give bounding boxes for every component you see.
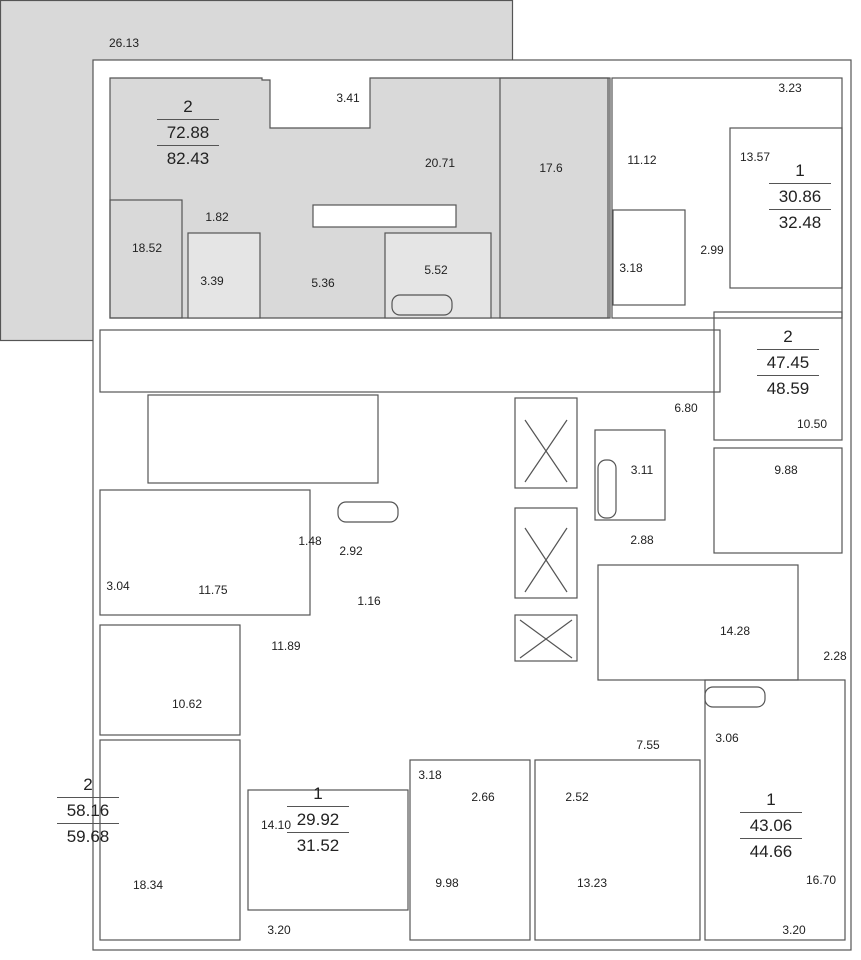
room-area: 10.62 (171, 697, 203, 711)
apt-b-living (729, 127, 843, 289)
room-count: 1 (795, 161, 805, 180)
living-area: 58.16 (57, 797, 119, 823)
apt-b-bath (612, 209, 686, 306)
room-area: 6.80 (674, 401, 698, 415)
room-area: 18.52 (131, 241, 163, 255)
room-area: 1.48 (298, 534, 322, 548)
apartment-label[interactable]: 1 30.86 32.48 (769, 162, 831, 235)
room-area: 3.39 (200, 274, 224, 288)
living-area: 29.92 (287, 806, 349, 832)
bathtub (337, 501, 399, 523)
kitchen-counter (312, 204, 457, 228)
room-area: 3.04 (106, 579, 130, 593)
room-area: 13.57 (739, 150, 771, 164)
apt-9-98 (409, 759, 531, 941)
room-area: 3.20 (267, 923, 291, 937)
apt-e (247, 789, 409, 911)
room-area: 1.82 (205, 210, 229, 224)
room-area: 3.18 (619, 261, 643, 275)
bedroom-wall (109, 199, 183, 319)
room-area: 3.23 (778, 81, 802, 95)
room-area: 20.71 (424, 156, 456, 170)
room-area: 14.28 (719, 624, 751, 638)
room-area: 11.89 (271, 639, 301, 653)
room-count: 2 (83, 775, 93, 794)
room-area: 2.28 (823, 649, 847, 663)
apartment-label[interactable]: 2 47.45 48.59 (757, 328, 819, 401)
apartment-label[interactable]: 2 72.88 82.43 (157, 98, 219, 171)
bathroom (187, 232, 261, 319)
room-area: 5.36 (311, 276, 335, 290)
room-count: 1 (313, 784, 323, 803)
corridor (99, 329, 721, 393)
room-area: 17.6 (539, 161, 563, 175)
room-area: 7.55 (636, 738, 660, 752)
apt-d (99, 739, 241, 941)
room-area: 1.16 (357, 594, 381, 608)
apt-13-23 (534, 759, 701, 941)
living-area: 43.06 (740, 812, 802, 838)
lift-3 (514, 614, 578, 662)
apt-c-room2 (713, 447, 843, 554)
room-area: 2.52 (565, 790, 589, 804)
apartment-label[interactable]: 1 29.92 31.52 (287, 785, 349, 858)
room-area: 11.75 (198, 583, 228, 597)
room-area: 10.50 (796, 417, 828, 431)
apt-f (704, 679, 846, 941)
apt-10-62 (99, 624, 241, 736)
room-count: 2 (183, 97, 193, 116)
room-area: 3.18 (418, 768, 442, 782)
apt-11-75 (99, 489, 311, 616)
room-area: 2.92 (339, 544, 363, 558)
bathtub (704, 686, 766, 708)
total-area: 59.68 (57, 823, 119, 849)
room-area: 3.11 (630, 463, 654, 477)
room-area: 5.52 (424, 263, 448, 277)
room-area: 13.23 (576, 876, 608, 890)
apt-14-28 (597, 564, 799, 681)
room-area: 3.41 (336, 91, 360, 105)
room-area: 26.13 (108, 36, 140, 50)
bathtub (391, 294, 453, 316)
room-area: 11.12 (627, 153, 657, 167)
stair (147, 394, 379, 484)
lift-2 (514, 507, 578, 599)
room-17-6 (499, 77, 609, 319)
lift-crosses (519, 419, 573, 659)
living-area: 30.86 (769, 183, 831, 209)
apt-c-bath (594, 429, 666, 521)
living-area: 72.88 (157, 119, 219, 145)
lift-1 (514, 397, 578, 489)
room-area: 3.06 (715, 731, 739, 745)
apartment-label[interactable]: 2 58.16 59.68 (57, 776, 119, 849)
room-count: 1 (766, 790, 776, 809)
room-area: 9.98 (435, 876, 459, 890)
room-area: 2.99 (700, 243, 724, 257)
room-area: 16.70 (805, 873, 837, 887)
room-area: 2.66 (471, 790, 495, 804)
total-area: 32.48 (769, 209, 831, 235)
room-area: 3.20 (782, 923, 806, 937)
room-count: 2 (783, 327, 793, 346)
apt-c-room (713, 311, 843, 441)
total-area: 44.66 (740, 838, 802, 864)
room-area: 18.34 (132, 878, 164, 892)
room-area: 14.10 (260, 818, 292, 832)
total-area: 48.59 (757, 375, 819, 401)
apartment-label[interactable]: 1 43.06 44.66 (740, 791, 802, 864)
total-area: 82.43 (157, 145, 219, 171)
room-area: 2.88 (630, 533, 654, 547)
total-area: 31.52 (287, 832, 349, 858)
wc (384, 232, 492, 319)
living-area: 47.45 (757, 349, 819, 375)
bathtub (597, 459, 617, 519)
room-area: 9.88 (774, 463, 798, 477)
